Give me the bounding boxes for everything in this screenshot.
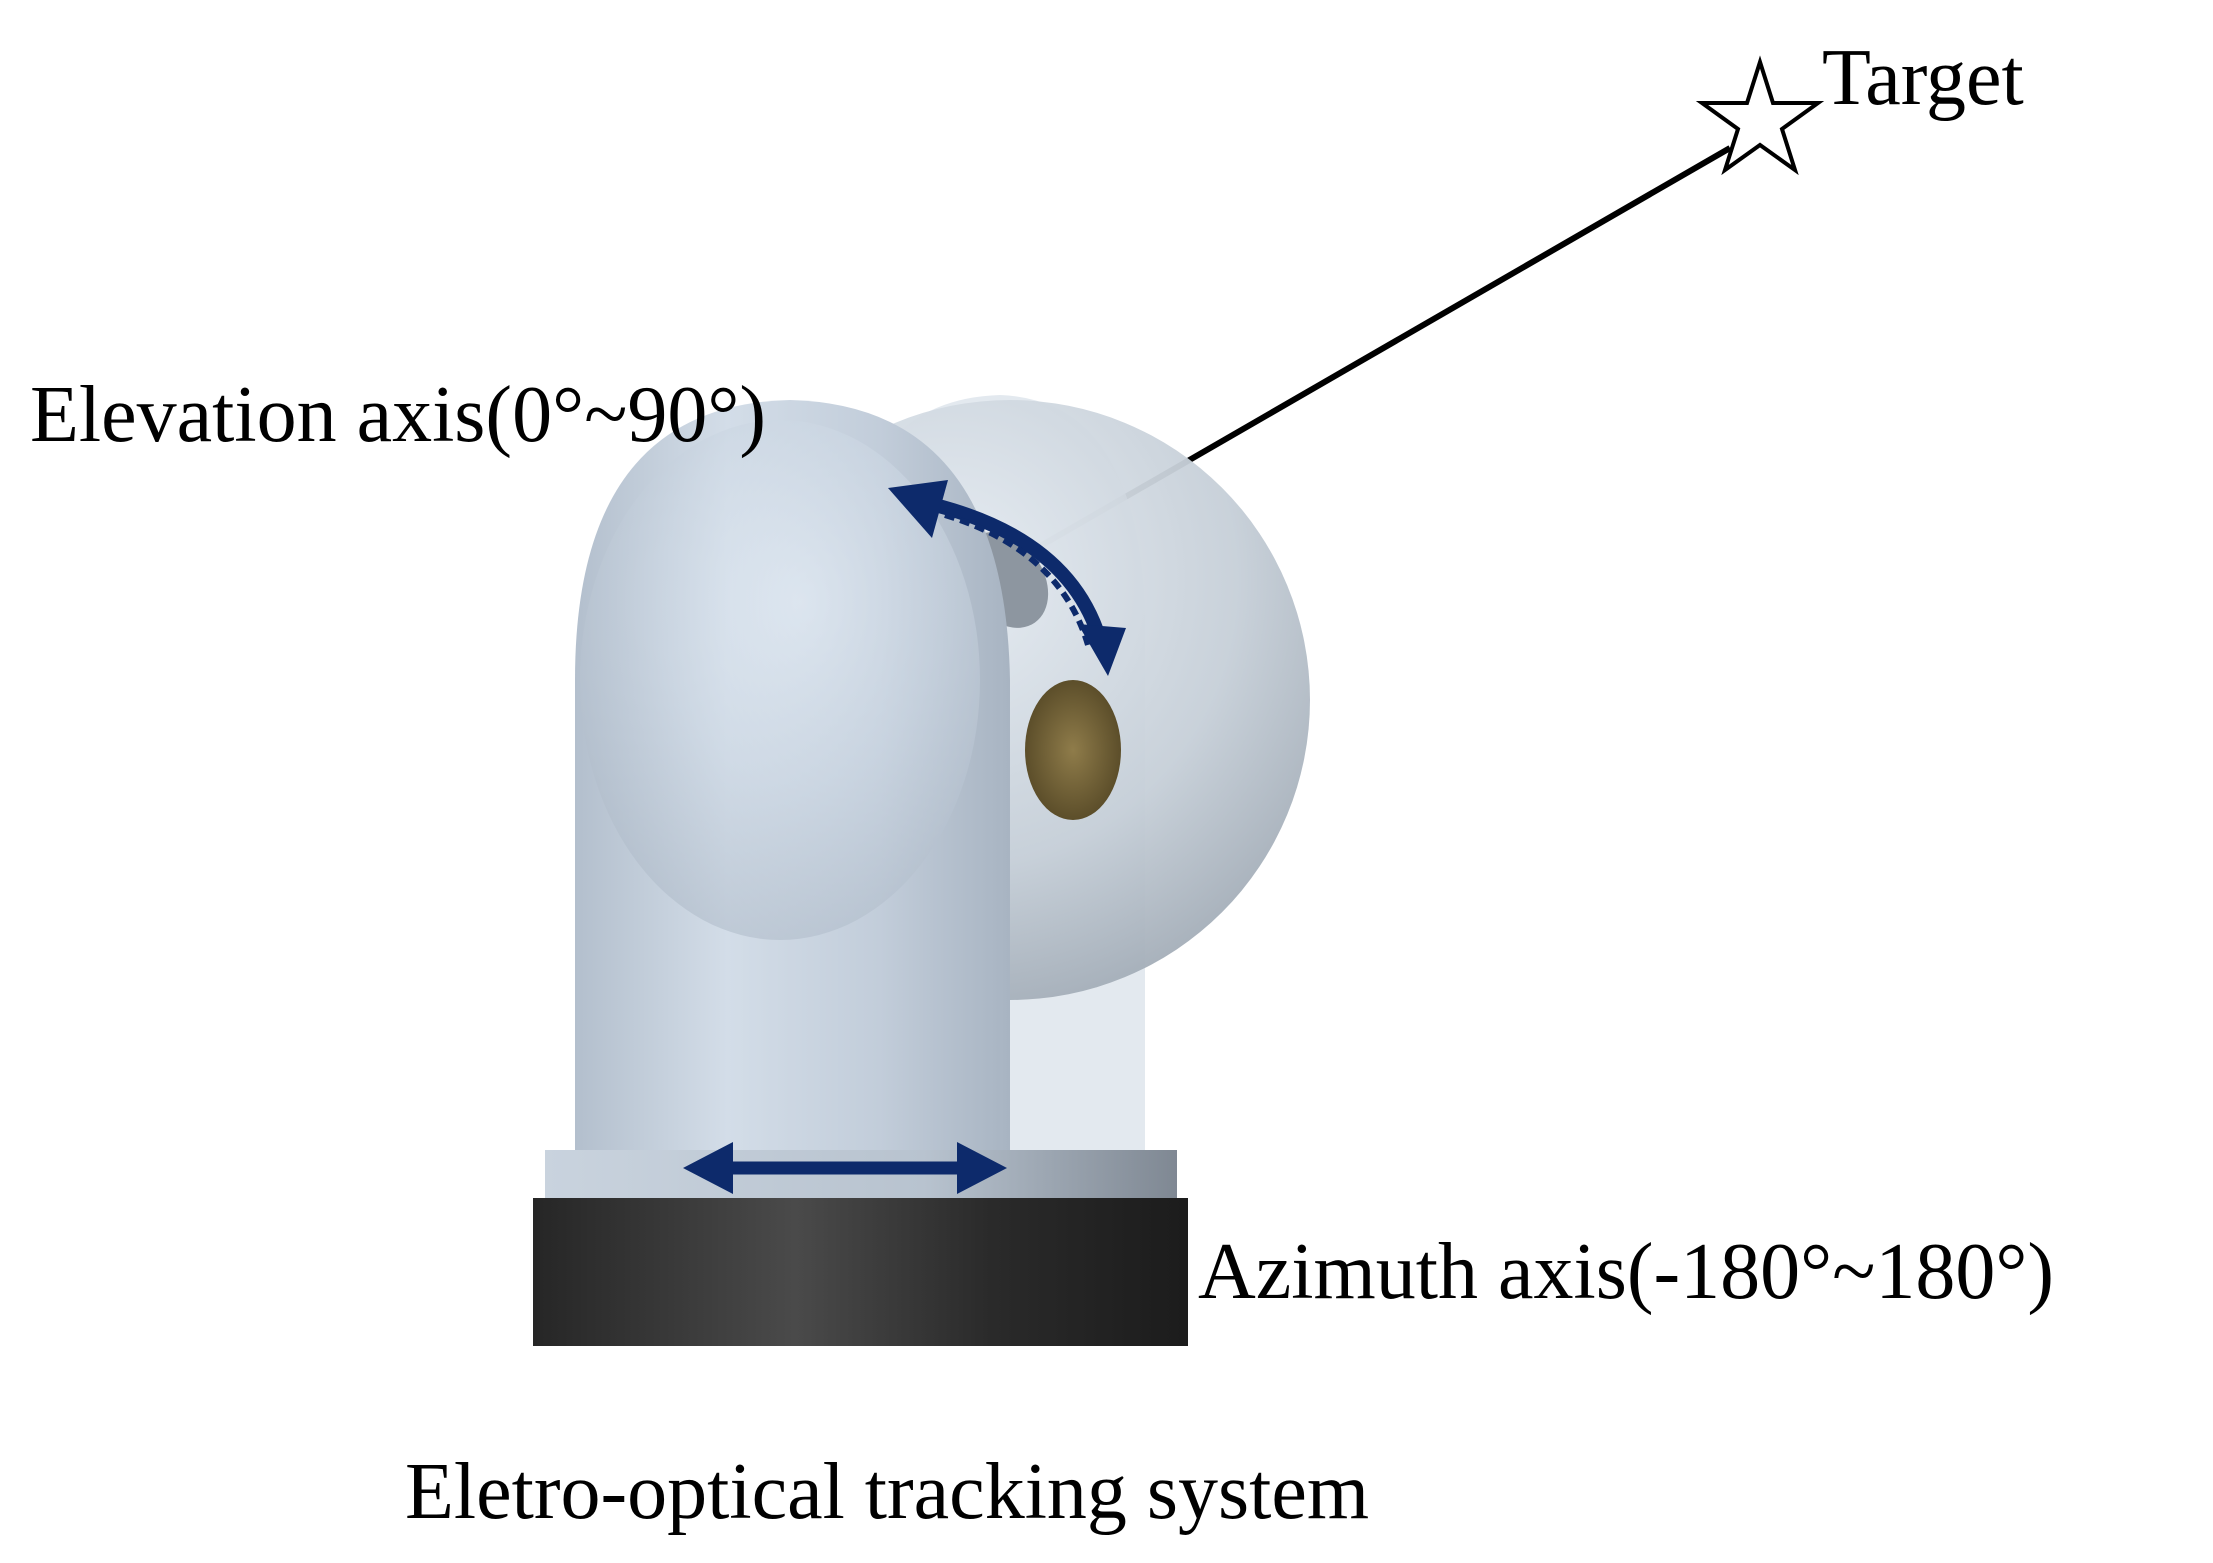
diagram-caption: Eletro-optical tracking system: [405, 1448, 1370, 1536]
base-platform: [533, 1198, 1188, 1346]
elevation-axis-label: Elevation axis(0°~90°): [30, 371, 766, 459]
target-label: Target: [1822, 34, 2024, 122]
azimuth-ring: [545, 1150, 1177, 1200]
dome-highlight: [580, 420, 980, 940]
curved-double-arrow-icon: [888, 480, 1126, 676]
azimuth-axis-label: Azimuth axis(-180°~180°): [1198, 1228, 2055, 1316]
horizontal-double-arrow-icon: [683, 1142, 1007, 1194]
lens-icon: [1025, 680, 1121, 820]
star-outline-icon: [1695, 55, 1825, 176]
